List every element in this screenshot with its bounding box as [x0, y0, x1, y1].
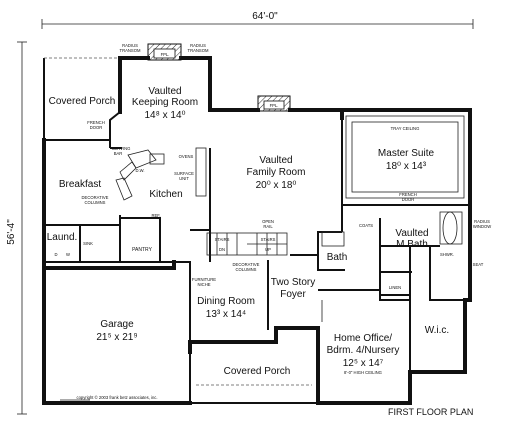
- linen-label: LINEN: [389, 285, 401, 290]
- open-rail-2: RAIL: [263, 224, 273, 229]
- depth-dimension: 56'-4": [6, 219, 17, 245]
- french-door-rear-1: FRENCH: [87, 120, 104, 125]
- exterior-walls: [42, 43, 472, 405]
- keeping-room-label-2: Keeping Room: [132, 97, 198, 108]
- fpl-keeping-label: FPL.: [161, 52, 170, 57]
- master-bath-label-2: M.Bath: [396, 239, 428, 250]
- decorative-columns-kitchen-1: DECORATIVE: [82, 195, 109, 200]
- seat-label: SEAT: [473, 262, 484, 267]
- radius-window-2: WINDOW: [473, 224, 491, 229]
- copyright-text: copyright © 2003 frank betz associates, …: [76, 395, 157, 400]
- garage-label: Garage: [100, 319, 134, 330]
- dining-room-size: 13³ x 14⁴: [206, 309, 246, 320]
- sink-label: SINK: [83, 241, 93, 246]
- surface-unit-2: UNIT: [179, 176, 189, 181]
- furniture-niche-1: FURNITURE: [192, 277, 216, 282]
- laundry-label: Laund.: [47, 232, 78, 243]
- garage-size: 21⁵ x 21⁹: [96, 332, 137, 343]
- tray-ceiling-label: TRAY CEILING: [391, 126, 420, 131]
- kitchen-island: [115, 147, 207, 201]
- serving-bar-2: BAR: [114, 151, 123, 156]
- dryer-label: D: [54, 252, 57, 257]
- office-size: 12⁵ x 14⁷: [343, 358, 384, 369]
- width-dimension: 64'-0": [252, 11, 278, 22]
- french-door-rear-2: DOOR: [90, 125, 103, 130]
- stairs-dn-label: STAIRS: [215, 237, 230, 242]
- ovens-label: OVENS: [179, 154, 194, 159]
- office-label-2: Bdrm. 4/Nursery: [327, 345, 400, 356]
- french-door-master-1: FRENCH: [399, 192, 416, 197]
- coats-label: COATS: [359, 223, 373, 228]
- office-ceiling: 8'-0" HIGH CEILING: [344, 370, 382, 375]
- breakfast-label: Breakfast: [59, 179, 101, 190]
- furniture-niche-2: NICHE: [197, 282, 210, 287]
- master-bath-label-1: Vaulted: [395, 228, 428, 239]
- ref-label: REF.: [151, 213, 160, 218]
- up-label: UP: [265, 247, 271, 252]
- shwr-label: SHWR.: [440, 252, 454, 257]
- radius-transom-left-1: RADIUS: [122, 43, 138, 48]
- plan-title: FIRST FLOOR PLAN: [388, 407, 473, 417]
- dining-room-label: Dining Room: [197, 296, 255, 307]
- radius-transom-right-2: TRANSOM: [188, 48, 209, 53]
- dimension-lines: [17, 19, 474, 415]
- interior-walls: [42, 115, 470, 401]
- decorative-columns-dining-2: COLUMNS: [236, 267, 257, 272]
- fpl-family-label: FPL.: [270, 103, 279, 108]
- office-label-1: Home Office/: [334, 333, 392, 344]
- bath-label: Bath: [327, 252, 348, 263]
- foyer-label-2: Foyer: [280, 289, 306, 300]
- keeping-room-label-1: Vaulted: [148, 86, 181, 97]
- decorative-columns-dining-1: DECORATIVE: [233, 262, 260, 267]
- family-room-size: 20⁰ x 18⁰: [256, 180, 297, 191]
- keeping-room-size: 14⁸ x 14⁰: [144, 110, 185, 121]
- radius-window-1: RADIUS: [474, 219, 490, 224]
- wic-label: W.i.c.: [425, 325, 449, 336]
- covered-porch-front-label: Covered Porch: [224, 366, 291, 377]
- dn-label: DN: [219, 247, 225, 252]
- master-suite-size: 18⁰ x 14³: [386, 161, 427, 172]
- surface-unit-1: SURFACE: [174, 171, 194, 176]
- french-door-master-2: DOOR: [402, 197, 415, 202]
- kitchen-label: Kitchen: [149, 189, 182, 200]
- dw-label: D.W.: [135, 168, 144, 173]
- family-room-label-2: Family Room: [247, 167, 306, 178]
- master-suite-label: Master Suite: [378, 148, 435, 159]
- stairs-up-label: STAIRS: [261, 237, 276, 242]
- open-rail-1: OPEN: [262, 219, 274, 224]
- family-room-label-1: Vaulted: [259, 155, 292, 166]
- decorative-columns-kitchen-2: COLUMNS: [85, 200, 106, 205]
- serving-bar-1: SERVING: [112, 146, 131, 151]
- foyer-label-1: Two Story: [271, 277, 315, 288]
- covered-porch-rear-label: Covered Porch: [49, 96, 116, 107]
- radius-transom-left-2: TRANSOM: [120, 48, 141, 53]
- pantry-label: PANTRY: [132, 247, 152, 253]
- radius-transom-right-1: RADIUS: [190, 43, 206, 48]
- washer-label: W: [66, 252, 70, 257]
